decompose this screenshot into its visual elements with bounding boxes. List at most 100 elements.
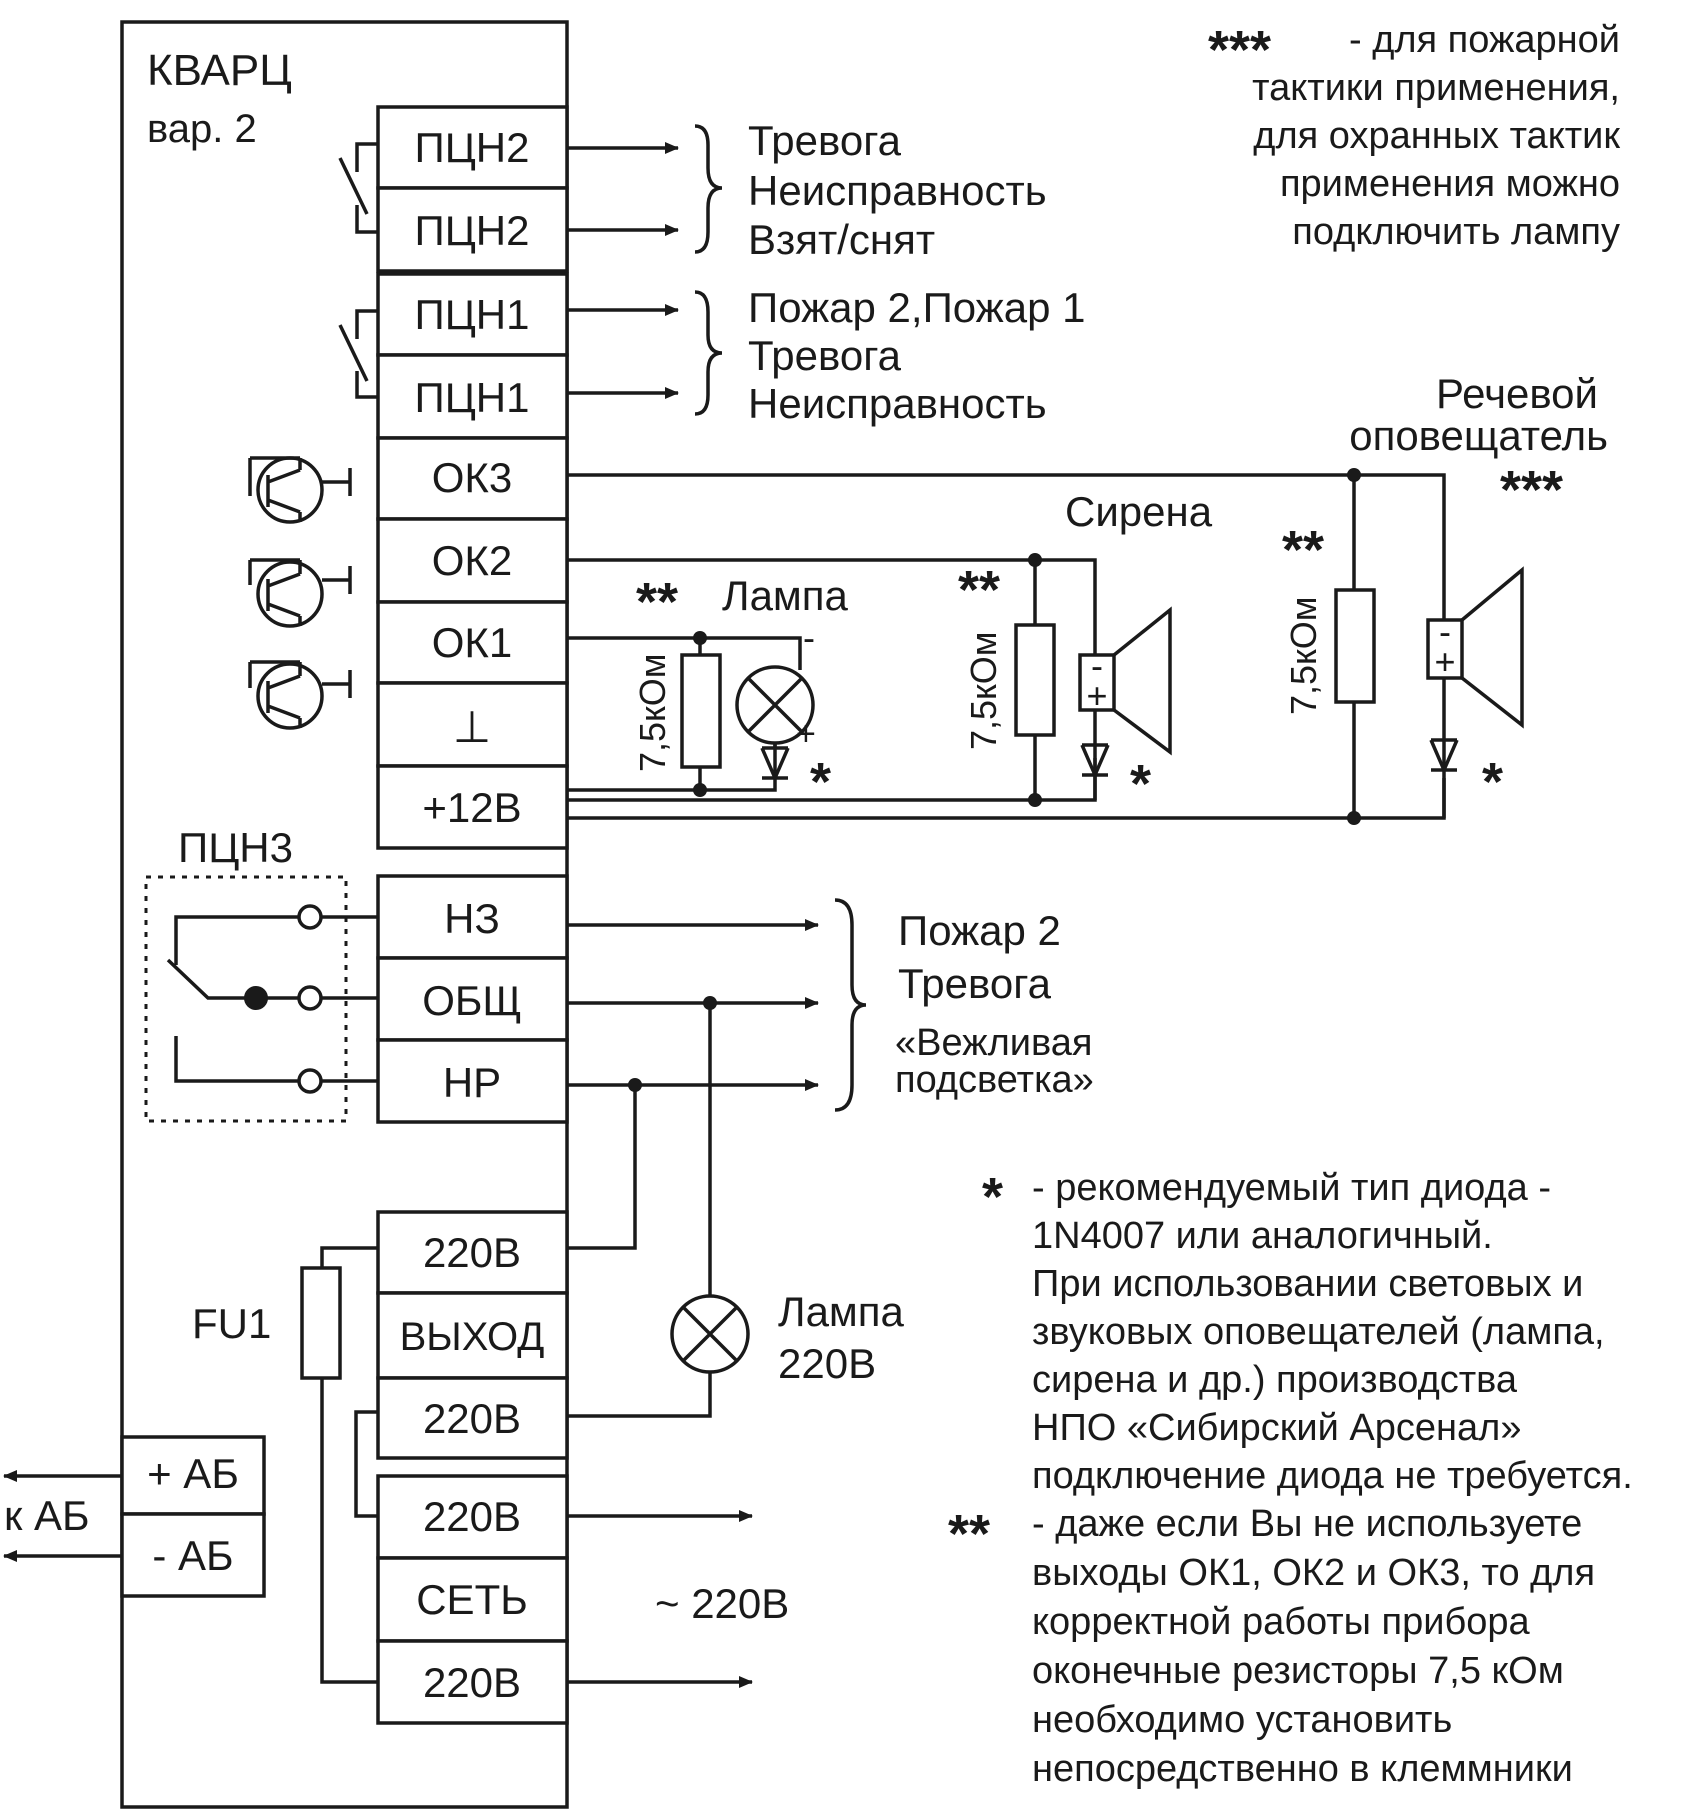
terminal-220v-1: 220В [423,1229,521,1276]
pcn2-signal-2: Неисправность [748,167,1047,214]
voice-resistor-mark: ** [1282,520,1324,580]
resistor-note-mark: ** [948,1504,990,1564]
transistor-icon-ok1 [248,660,352,730]
diode-note-line-6: НПО «Сибирский Арсенал» [1032,1407,1521,1449]
voice-label-1: Речевой [1436,370,1598,417]
brace-pcn1 [694,290,723,416]
siren-ok2: 7,5кОм - + ** Сирена * [958,488,1213,814]
resistor-note-line-3: корректной работы прибора [1032,1601,1531,1643]
voice-resistor-label: 7,5кОм [1283,596,1324,715]
fuse-label: FU1 [192,1300,271,1347]
pcn1-signal-list: Пожар 2,Пожар 1 Тревога Неисправность [748,284,1086,427]
terminal-block-upper: ПЦН2 ПЦН2 ПЦН1 ПЦН1 ОК3 ОК2 ОК1 ⊥ +12В [376,105,569,850]
resistor-note-line-4: оконечные резисторы 7,5 кОм [1032,1650,1564,1692]
pcn3-signal-3: «Вежливая [895,1022,1092,1064]
mains-wiring: FU1 Лампа 220В ~ 220В [192,1003,905,1688]
lamp-resistor-mark: ** [636,572,678,632]
lamp-220v-label-2: 220В [778,1340,876,1387]
relay-contact-pcn2 [338,142,378,234]
pcn1-signal-2: Тревога [748,332,902,379]
voice-label-2: оповещатель [1349,412,1608,459]
lamp-resistor-label: 7,5кОм [632,653,673,772]
voice-minus: - [1439,611,1451,652]
fire-tactic-line-3: для охранных тактик [1253,115,1620,157]
diode-note-line-1: - рекомендуемый тип диода - [1032,1167,1551,1209]
terminal-220v-3: 220В [423,1493,521,1540]
terminal-ok3: ОК3 [432,454,513,501]
lamp-minus: - [803,617,815,658]
pcn2-signal-list: Тревога Неисправность Взят/снят [748,117,1047,263]
device-name: КВАРЦ [147,46,292,95]
terminal-block-pcn3: НЗ ОБЩ НР [376,874,569,1124]
transistor-icon-ok2 [248,558,352,628]
pcn1-signal-3: Неисправность [748,380,1047,427]
fire-tactic-mark: *** [1208,20,1271,80]
terminal-battery-minus: - АБ [152,1532,233,1579]
brace-pcn2 [694,124,723,254]
pcn2-signal-1: Тревога [748,117,902,164]
battery-label: к АБ [4,1492,90,1539]
terminal-common: ОБЩ [422,977,522,1024]
fire-tactic-line-4: применения можно [1280,163,1620,205]
diode-note: * - рекомендуемый тип диода - 1N4007 или… [982,1167,1633,1497]
terminal-pcn1-a: ПЦН1 [415,291,530,338]
lamp-label: Лампа [722,572,849,619]
relay-contact-pcn1 [338,309,378,399]
lamp-ok1: 7,5кОм - + ** Лампа * [632,572,849,812]
terminal-ok1: ОК1 [432,619,513,666]
fire-tactic-note: *** - для пожарной тактики применения, д… [1208,19,1620,253]
siren-label: Сирена [1065,488,1213,535]
terminal-220v-4: 220В [423,1659,521,1706]
siren-resistor-label: 7,5кОм [963,631,1004,750]
diode-note-line-5: сирена и др.) производства [1032,1359,1518,1401]
resistor-note-line-5: необходимо установить [1032,1699,1452,1741]
pcn3-signal-2: Тревога [898,960,1052,1007]
terminal-block-220v: 220В ВЫХОД 220В 220В СЕТЬ 220В [376,1210,569,1725]
pcn3-output-arrows [567,898,867,1112]
pcn3-signal-list: Пожар 2 Тревога «Вежливая подсветка» [895,907,1094,1101]
terminal-ok2: ОК2 [432,537,513,584]
terminal-pcn1-b: ПЦН1 [415,374,530,421]
voice-diode-mark: * [1482,752,1503,812]
resistor-note-line-1: - даже если Вы не используете [1032,1503,1582,1545]
mains-voltage-label: ~ 220В [655,1580,789,1627]
voice-notifier-ok3: 7,5кОм - + ** Речевой оповещатель *** * [1282,370,1608,818]
diode-note-line-4: звуковых оповещателей (лампа, [1032,1311,1605,1353]
diode-note-mark: * [982,1167,1003,1227]
terminal-mains: СЕТЬ [416,1576,528,1623]
terminal-nr: НР [443,1059,501,1106]
siren-resistor-mark: ** [958,560,1000,620]
terminal-220v-2: 220В [423,1395,521,1442]
transistor-icon-ok3 [248,456,352,524]
pcn3-signal-1: Пожар 2 [898,907,1061,954]
lamp-diode-mark: * [810,752,831,812]
terminal-battery-plus: + АБ [147,1450,239,1497]
voice-mark: *** [1500,460,1563,520]
diode-note-line-7: подключение диода не требуется. [1032,1455,1633,1497]
pcn-output-arrows [567,142,679,399]
terminal-plus12v: +12В [422,784,521,831]
siren-plus: + [1086,675,1107,716]
diode-note-line-3: При использовании световых и [1032,1263,1583,1305]
resistor-note-line-6: непосредственно в клеммники [1032,1748,1573,1790]
resistor-note: ** - даже если Вы не используете выходы … [948,1503,1595,1790]
terminal-ground: ⊥ [453,703,491,752]
lamp-plus: + [796,715,816,753]
pcn1-signal-1: Пожар 2,Пожар 1 [748,284,1086,331]
fuse-icon [300,1266,342,1380]
lamp-220v-icon [670,1294,750,1374]
siren-diode-mark: * [1130,754,1151,814]
voice-plus: + [1434,641,1455,682]
battery-terminals: + АБ - АБ к АБ [3,1435,266,1598]
siren-minus: - [1091,645,1103,686]
diode-note-line-2: 1N4007 или аналогичный. [1032,1215,1493,1257]
voice-notifier-icon [1426,618,1464,680]
pcn3-signal-4: подсветка» [895,1059,1094,1101]
device-variant: вар. 2 [147,107,257,151]
siren-icon [1078,653,1116,712]
terminal-output: ВЫХОД [400,1315,545,1359]
terminal-nz: НЗ [444,895,500,942]
terminal-pcn2-b: ПЦН2 [415,207,530,254]
pcn3-label: ПЦН3 [178,824,293,871]
